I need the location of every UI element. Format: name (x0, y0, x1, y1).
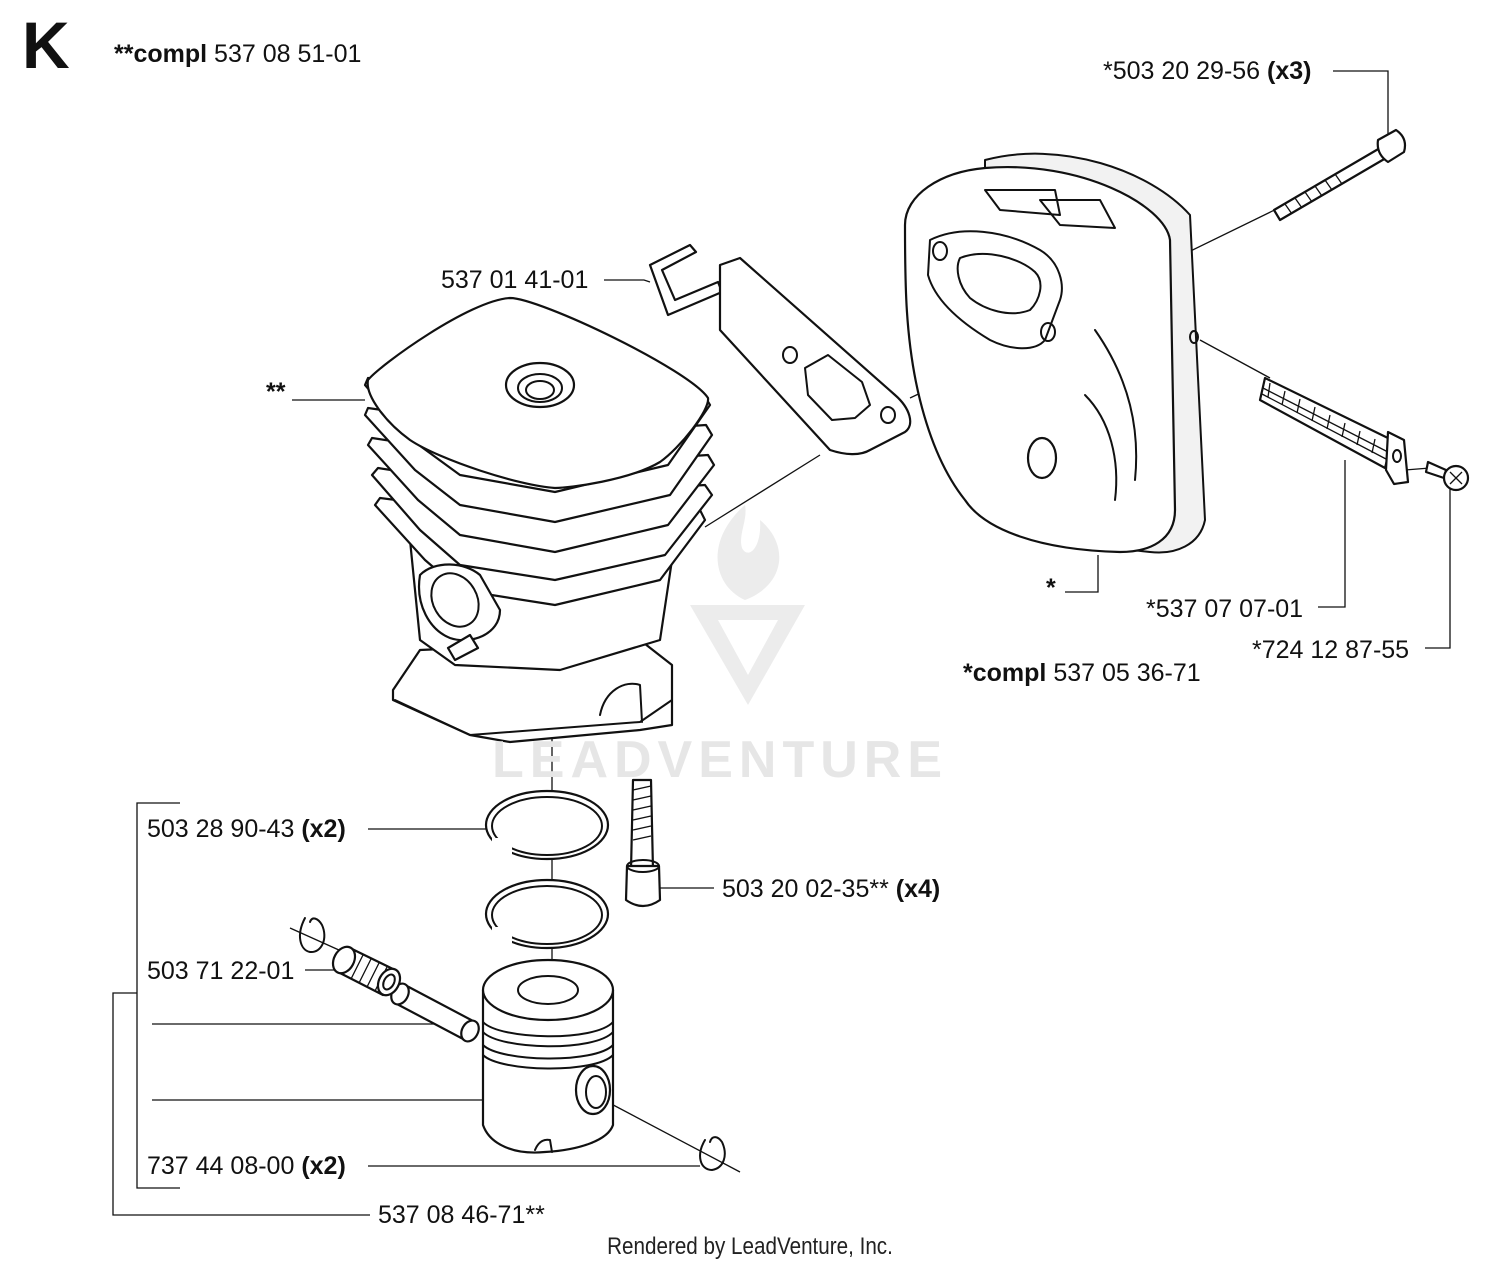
part-number: 737 44 08-00 (147, 1152, 295, 1180)
cylinder-marker: ** (266, 378, 286, 406)
cylinder-screw-part (624, 778, 662, 908)
cylinder-assembly-label: **compl 537 08 51-01 (114, 42, 361, 67)
muffler-part (903, 152, 1206, 554)
piston-ring-label: 503 28 90-43 (x2) (147, 817, 346, 842)
assembly-number: 537 08 51-01 (214, 40, 362, 68)
part-number: *503 20 29-56 (1103, 57, 1261, 85)
watermark-logo (690, 505, 805, 705)
compl-prefix: *compl (963, 659, 1047, 687)
leader-lines (112, 70, 1451, 1216)
compl-prefix: **compl (114, 40, 208, 68)
piston-ring-upper (484, 789, 610, 861)
assembly-number: 537 05 36-71 (1053, 659, 1201, 687)
quantity: (x4) (895, 875, 941, 903)
circlip-lower-part (699, 1136, 726, 1171)
needle-bearing-label: 503 71 22-01 (147, 957, 295, 985)
quantity: (x2) (301, 1152, 346, 1180)
watermark-text: LEADVENTURE (492, 731, 949, 789)
part-number: 503 28 90-43 (147, 815, 295, 843)
circlip-label: 737 44 08-00 (x2) (147, 1154, 346, 1179)
part-number: 503 20 02-35** (722, 875, 889, 903)
footer-credit: Rendered by LeadVenture, Inc. (607, 1233, 893, 1260)
cylinder-screw-label: 503 20 02-35** (x4) (722, 877, 940, 902)
muffler-assembly-label: *compl 537 05 36-71 (963, 661, 1201, 686)
section-letter: K (22, 8, 70, 82)
quantity: (x2) (301, 815, 346, 843)
screen-screw-label: *724 12 87-55 (1252, 636, 1410, 664)
spark-screen-part (1258, 376, 1410, 486)
needle-bearing-part (331, 945, 402, 997)
heat-shield-label: 537 01 41-01 (441, 266, 589, 294)
screen-screw-part (1424, 460, 1470, 492)
circlip-upper-part (298, 917, 326, 953)
quantity: (x3) (1267, 57, 1312, 85)
heat-shield-part (648, 243, 912, 456)
piston-part (481, 958, 615, 1154)
muffler-bolt-label: *503 20 29-56 (x3) (1103, 59, 1312, 84)
muffler-marker: * (1046, 574, 1056, 602)
spark-screen-label: *537 07 07-01 (1146, 595, 1304, 623)
cylinder-part (363, 296, 716, 744)
piston-pin-part (390, 982, 480, 1043)
piston-kit-label: 537 08 46-71** (378, 1201, 545, 1229)
piston-ring-lower (484, 878, 610, 950)
muffler-bolt-part (1272, 128, 1407, 222)
